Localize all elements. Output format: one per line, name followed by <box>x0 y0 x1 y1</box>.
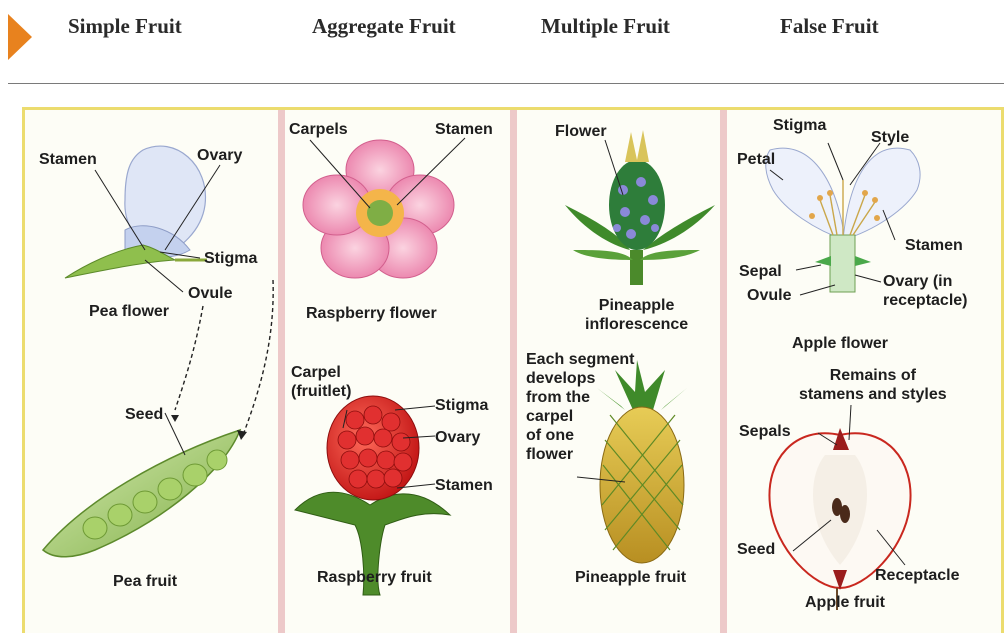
label-raspberry-carpel-fruitlet: Carpel (fruitlet) <box>291 363 351 401</box>
label-pea-flower: Pea flower <box>89 302 169 321</box>
header-divider <box>8 83 1004 84</box>
raspberry-flower-illustration <box>303 140 454 278</box>
title-aggregate-fruit: Aggregate Fruit <box>312 14 456 39</box>
label-apple-petal: Petal <box>737 150 775 169</box>
title-simple-fruit: Simple Fruit <box>68 14 182 39</box>
label-raspberry-fruit: Raspberry fruit <box>317 568 432 587</box>
header-bar: Simple Fruit Aggregate Fruit Multiple Fr… <box>0 0 1004 80</box>
label-pea-stigma: Stigma <box>204 249 257 268</box>
label-apple-fruit: Apple fruit <box>805 593 885 612</box>
label-pineapple-inflorescence: Pineapple inflorescence <box>585 296 688 334</box>
label-pea-ovary: Ovary <box>197 146 242 165</box>
label-raspberry-stigma: Stigma <box>435 396 488 415</box>
label-apple-ovary: Ovary (in receptacle) <box>883 272 968 310</box>
label-raspberry-stamen-bottom: Stamen <box>435 476 493 495</box>
label-raspberry-flower: Raspberry flower <box>306 304 437 323</box>
label-pea-stamen: Stamen <box>39 150 97 169</box>
raspberry-fruit-illustration <box>295 396 450 595</box>
arrow-marker-icon <box>8 14 32 60</box>
title-false-fruit: False Fruit <box>780 14 879 39</box>
label-apple-stigma: Stigma <box>773 116 826 135</box>
label-raspberry-stamen-top: Stamen <box>435 120 493 139</box>
label-pineapple-segment-note: Each segment develops from the carpel of… <box>526 350 634 464</box>
pineapple-inflorescence-illustration <box>565 130 715 285</box>
label-pea-seed: Seed <box>125 405 163 424</box>
label-apple-sepal: Sepal <box>739 262 782 281</box>
label-apple-seed: Seed <box>737 540 775 559</box>
pea-pod-illustration <box>43 430 240 557</box>
fruit-types-figure: Stamen Ovary Stigma Ovule Pea flower See… <box>22 107 1004 633</box>
label-apple-ovule: Ovule <box>747 286 791 305</box>
label-apple-flower: Apple flower <box>792 334 888 353</box>
title-multiple-fruit: Multiple Fruit <box>541 14 670 39</box>
label-apple-sepals: Sepals <box>739 422 791 441</box>
label-apple-style: Style <box>871 128 909 147</box>
label-pea-ovule: Ovule <box>188 284 232 303</box>
label-pea-fruit: Pea fruit <box>113 572 177 591</box>
apple-flower-illustration <box>766 148 920 292</box>
label-pineapple-fruit: Pineapple fruit <box>575 568 686 587</box>
label-apple-receptacle: Receptacle <box>875 566 960 585</box>
label-apple-stamen: Stamen <box>905 236 963 255</box>
label-raspberry-ovary: Ovary <box>435 428 480 447</box>
label-pineapple-flower: Flower <box>555 122 607 141</box>
label-apple-remains: Remains of stamens and styles <box>799 366 947 404</box>
label-raspberry-carpels: Carpels <box>289 120 348 139</box>
development-arrows <box>175 280 273 435</box>
